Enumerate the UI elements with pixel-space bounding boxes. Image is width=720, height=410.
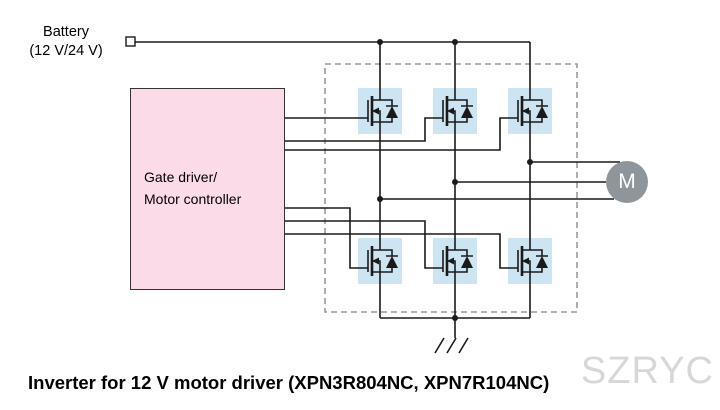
inverter-module-outline xyxy=(324,63,578,313)
mosfet-low-1-icon xyxy=(354,234,404,288)
mosfet-high-2-icon xyxy=(429,84,479,138)
mosfet-low-3-icon xyxy=(504,234,554,288)
battery-label: Battery (12 V/24 V) xyxy=(8,23,124,61)
power-rail-wire xyxy=(134,41,531,86)
phase-leg-wires xyxy=(379,136,531,319)
battery-terminal xyxy=(125,36,136,47)
mosfet-high-1-icon xyxy=(354,84,404,138)
gate-driver-label-line2: Motor controller xyxy=(144,191,242,207)
junction-dots xyxy=(377,39,533,321)
mosfet-low-2-icon xyxy=(429,234,479,288)
motor-symbol: M xyxy=(606,161,648,203)
gate-signal-wires xyxy=(285,117,506,269)
mosfet-high-3-icon xyxy=(504,84,554,138)
phase-output-wires xyxy=(380,161,620,200)
gate-driver-label-line1: Gate driver/ xyxy=(144,169,218,186)
motor-label: M xyxy=(618,170,636,193)
caption: Inverter for 12 V motor driver (XPN3R804… xyxy=(28,372,550,393)
battery-label-line1: Battery xyxy=(43,24,89,40)
watermark: SZRYC xyxy=(580,350,714,392)
gate-driver-box: Gate driver/ Motor controller xyxy=(130,88,285,290)
ground-icon xyxy=(434,337,469,354)
battery-label-line2: (12 V/24 V) xyxy=(29,42,103,59)
